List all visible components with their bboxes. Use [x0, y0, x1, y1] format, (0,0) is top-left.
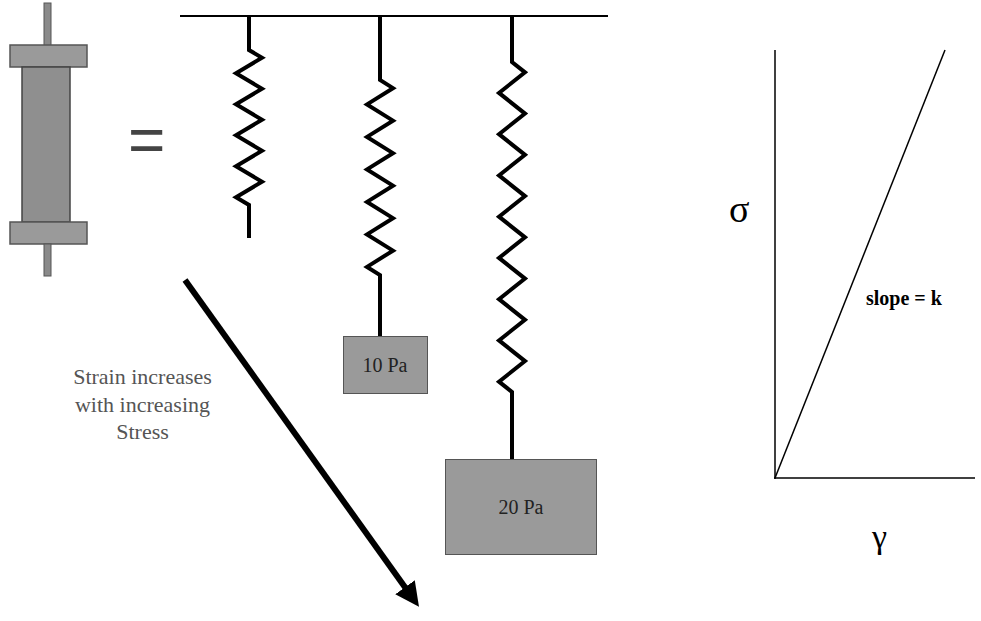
axis-label: σ	[729, 190, 749, 228]
slope-label: slope = k	[866, 288, 942, 308]
spring	[499, 16, 525, 459]
equals-sign: =	[128, 108, 165, 172]
support-line	[180, 15, 608, 17]
weight-box: 20 Pa	[445, 459, 597, 555]
springs	[236, 16, 525, 459]
weight-label: 20 Pa	[499, 496, 544, 519]
trend-note: Strain increases with increasing Stress	[55, 363, 230, 446]
axis-label: γ	[872, 520, 887, 554]
trend-arrow	[185, 280, 412, 597]
weight-label: 10 Pa	[363, 354, 408, 377]
spring	[367, 16, 393, 336]
graph	[774, 50, 975, 479]
specimen	[10, 3, 87, 276]
weight-box: 10 Pa	[343, 336, 428, 394]
spring	[236, 16, 262, 238]
slope-line	[775, 50, 945, 478]
